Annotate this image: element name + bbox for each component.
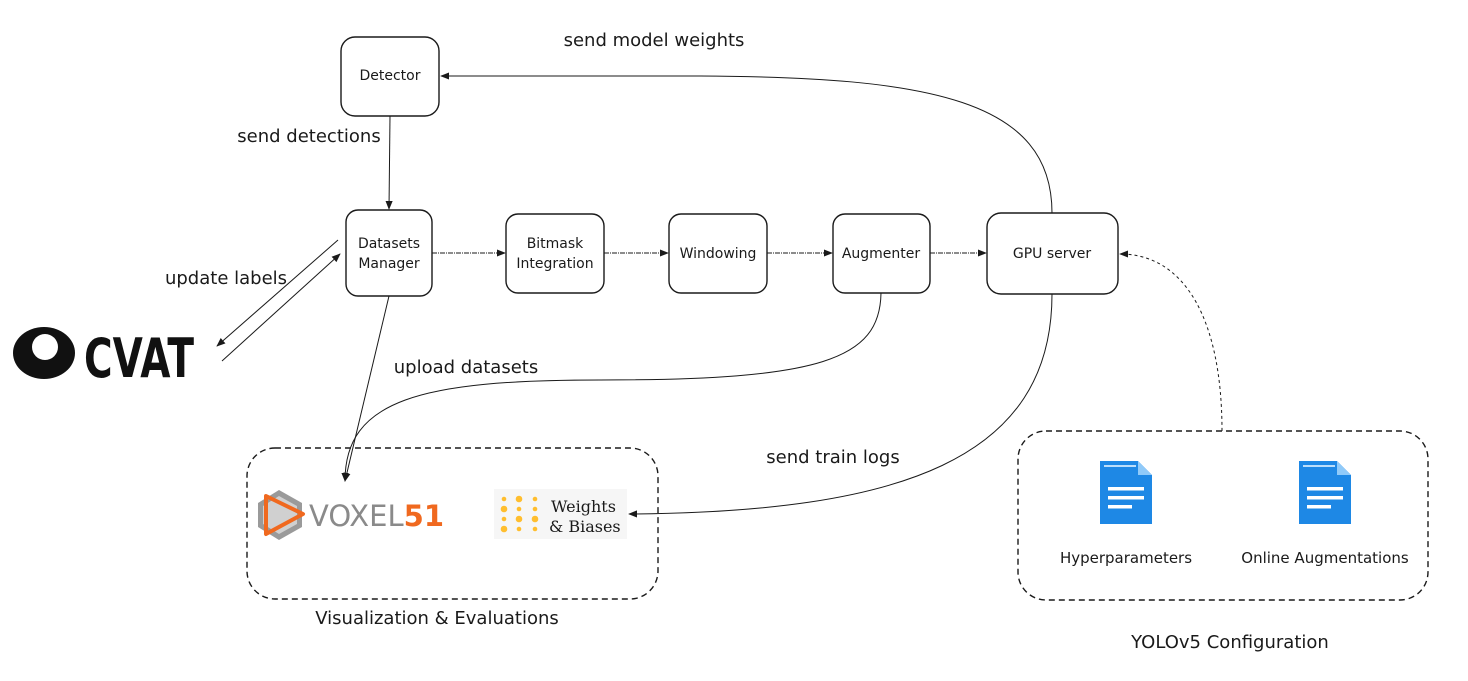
arrow-gpu-to-detector bbox=[440, 72, 1053, 214]
detector-node[interactable]: Detector bbox=[340, 36, 440, 117]
detector-label: Detector bbox=[359, 68, 420, 84]
bitmask-integration-label-2: Integration bbox=[516, 256, 593, 272]
yolo-config-group bbox=[1017, 430, 1429, 601]
gpu-server-label: GPU server bbox=[1013, 246, 1092, 262]
arrow-detector-to-datasets bbox=[385, 115, 393, 210]
windowing-label: Windowing bbox=[680, 246, 757, 262]
label-update-labels: update labels bbox=[165, 268, 287, 289]
wandb-dots-icon bbox=[500, 495, 539, 533]
label-upload-datasets: upload datasets bbox=[394, 357, 538, 378]
bitmask-integration-node[interactable]: Bitmask Integration bbox=[505, 213, 605, 294]
wandb-wordmark-line1: Weights bbox=[551, 497, 616, 516]
augmenter-node[interactable]: Augmenter bbox=[832, 213, 931, 294]
online-augmentations-document-icon bbox=[1299, 461, 1351, 524]
voxel51-number: 51 bbox=[404, 499, 444, 533]
windowing-node[interactable]: Windowing bbox=[668, 213, 768, 294]
arrow-config-to-gpu bbox=[1119, 250, 1223, 432]
hyperparameters-document-icon bbox=[1100, 461, 1152, 524]
voxel51-logo: VOXEL51 bbox=[258, 490, 444, 540]
cvat-wordmark: CVAT bbox=[84, 327, 194, 390]
label-send-model-weights: send model weights bbox=[564, 30, 745, 51]
online-augmentations-label: Online Augmentations bbox=[1241, 549, 1409, 567]
datasets-manager-node[interactable]: Datasets Manager bbox=[345, 209, 433, 297]
svg-text:VOXEL51: VOXEL51 bbox=[309, 499, 444, 533]
hyperparameters-label: Hyperparameters bbox=[1060, 549, 1192, 567]
arrow-gpu-to-wandb bbox=[628, 293, 1053, 518]
gpu-server-node[interactable]: GPU server bbox=[986, 212, 1119, 295]
yolo-config-group-caption: YOLOv5 Configuration bbox=[1130, 632, 1329, 653]
visualization-group bbox=[246, 447, 659, 600]
arrow-datasets-to-voxel bbox=[343, 295, 390, 482]
label-send-train-logs: send train logs bbox=[766, 447, 899, 468]
visualization-group-caption: Visualization & Evaluations bbox=[315, 608, 559, 629]
cvat-logo: CVAT bbox=[13, 327, 194, 390]
wandb-logo: Weights & Biases bbox=[494, 489, 627, 539]
arrow-datasets-to-cvat bbox=[216, 239, 339, 347]
voxel51-wordmark: VOXEL bbox=[309, 499, 404, 533]
augmenter-label: Augmenter bbox=[842, 246, 921, 262]
arrow-augmenter-to-voxel bbox=[341, 292, 882, 482]
wandb-wordmark-line2: & Biases bbox=[549, 517, 621, 536]
arrow-cvat-to-datasets bbox=[221, 253, 341, 362]
datasets-manager-label-1: Datasets bbox=[358, 236, 420, 252]
datasets-manager-label-2: Manager bbox=[358, 256, 420, 272]
bitmask-integration-label-1: Bitmask bbox=[527, 236, 584, 252]
label-send-detections: send detections bbox=[237, 126, 380, 147]
